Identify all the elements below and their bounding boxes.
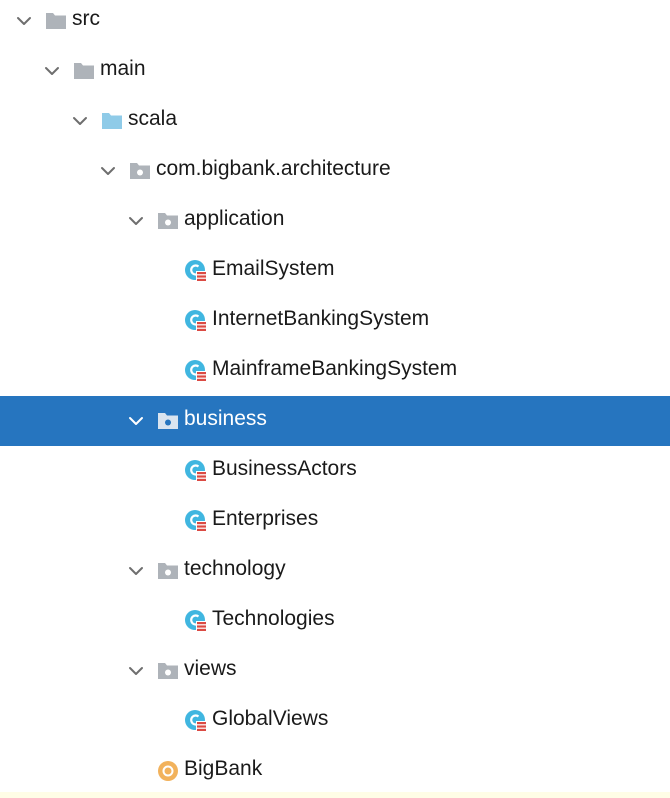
tree-row-label: application bbox=[184, 207, 285, 230]
tree-row-emailsystem[interactable]: EmailSystem bbox=[0, 246, 670, 296]
package-icon bbox=[156, 209, 180, 233]
package-icon bbox=[156, 559, 180, 583]
tree-row-label: MainframeBankingSystem bbox=[212, 357, 458, 380]
tree-row-label: business bbox=[184, 407, 267, 430]
package-icon bbox=[156, 659, 180, 683]
scala-object-icon bbox=[184, 509, 208, 533]
tree-row-label: scala bbox=[128, 107, 178, 130]
tree-row-label: BusinessActors bbox=[212, 457, 357, 480]
tree-row-internetbankingsystem[interactable]: InternetBankingSystem bbox=[0, 296, 670, 346]
tree-row-globalviews[interactable]: GlobalViews bbox=[0, 696, 670, 746]
scala-object-icon bbox=[184, 609, 208, 633]
scala-app-icon bbox=[156, 759, 180, 783]
source-folder-icon bbox=[100, 109, 124, 133]
bottom-strip bbox=[0, 792, 670, 798]
scala-object-icon bbox=[184, 309, 208, 333]
folder-icon bbox=[44, 9, 68, 33]
chevron-down-icon[interactable] bbox=[14, 11, 34, 31]
tree-row-businessactors[interactable]: BusinessActors bbox=[0, 446, 670, 496]
tree-row-enterprises[interactable]: Enterprises bbox=[0, 496, 670, 546]
chevron-down-icon[interactable] bbox=[98, 161, 118, 181]
tree-row-label: technology bbox=[184, 557, 286, 580]
tree-row-label: BigBank bbox=[184, 757, 263, 780]
scala-object-icon bbox=[184, 709, 208, 733]
chevron-down-icon[interactable] bbox=[42, 61, 62, 81]
chevron-down-icon[interactable] bbox=[126, 211, 146, 231]
tree-row-bigbank[interactable]: BigBank bbox=[0, 746, 670, 796]
tree-row-label: GlobalViews bbox=[212, 707, 329, 730]
chevron-down-icon[interactable] bbox=[126, 661, 146, 681]
tree-row-label: src bbox=[72, 7, 100, 30]
scala-object-icon bbox=[184, 259, 208, 283]
tree-row-mainframebankingsystem[interactable]: MainframeBankingSystem bbox=[0, 346, 670, 396]
chevron-down-icon[interactable] bbox=[70, 111, 90, 131]
folder-icon bbox=[72, 59, 96, 83]
tree-row-com-bigbank-architecture[interactable]: com.bigbank.architecture bbox=[0, 146, 670, 196]
tree-row-src[interactable]: src bbox=[0, 0, 670, 46]
tree-row-label: InternetBankingSystem bbox=[212, 307, 430, 330]
scala-object-icon bbox=[184, 359, 208, 383]
tree-row-label: main bbox=[100, 57, 146, 80]
tree-row-label: EmailSystem bbox=[212, 257, 335, 280]
tree-row-label: Enterprises bbox=[212, 507, 319, 530]
package-icon bbox=[128, 159, 152, 183]
tree-row-technology[interactable]: technology bbox=[0, 546, 670, 596]
tree-row-label: Technologies bbox=[212, 607, 335, 630]
tree-row-application[interactable]: application bbox=[0, 196, 670, 246]
chevron-down-icon[interactable] bbox=[126, 561, 146, 581]
chevron-down-icon[interactable] bbox=[126, 411, 146, 431]
tree-row-label: com.bigbank.architecture bbox=[156, 157, 391, 180]
tree-row-main[interactable]: main bbox=[0, 46, 670, 96]
package-icon bbox=[156, 409, 180, 433]
tree-row-technologies[interactable]: Technologies bbox=[0, 596, 670, 646]
scala-object-icon bbox=[184, 459, 208, 483]
tree-row-views[interactable]: views bbox=[0, 646, 670, 696]
tree-row-label: views bbox=[184, 657, 237, 680]
tree-row-business[interactable]: business bbox=[0, 396, 670, 446]
tree-row-scala[interactable]: scala bbox=[0, 96, 670, 146]
